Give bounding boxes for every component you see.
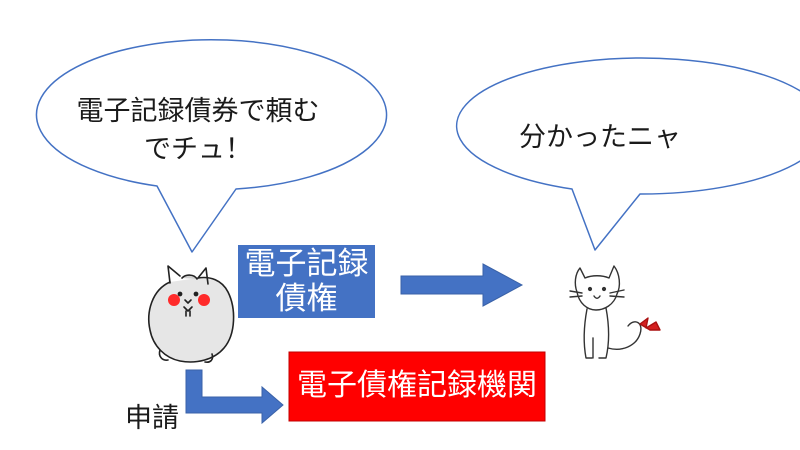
speech-right-text: 分かったニャ	[519, 122, 681, 153]
transfer-box-label: 電子記録 債権	[238, 247, 375, 317]
transfer-box-line1: 電子記録	[244, 246, 369, 282]
speech-left-text: 電子記録債券で頼む でチュ！	[48, 93, 348, 169]
speech-bubble-right	[455, 57, 800, 251]
speech-left-line2: でチュ！	[144, 134, 252, 165]
speech-left-line1: 電子記録債券で頼む	[76, 96, 320, 127]
institution-box	[288, 351, 546, 422]
transfer-box-line2: 債権	[275, 281, 338, 317]
speech-bubble-left	[35, 38, 388, 253]
apply-arrow	[185, 369, 284, 425]
transfer-box	[238, 245, 375, 318]
transfer-arrow	[400, 263, 524, 307]
institution-box-label: 電子債権記録機関	[297, 368, 537, 403]
cat-character	[569, 265, 661, 359]
hamster-character	[148, 265, 235, 363]
apply-label: 申請	[125, 403, 179, 434]
